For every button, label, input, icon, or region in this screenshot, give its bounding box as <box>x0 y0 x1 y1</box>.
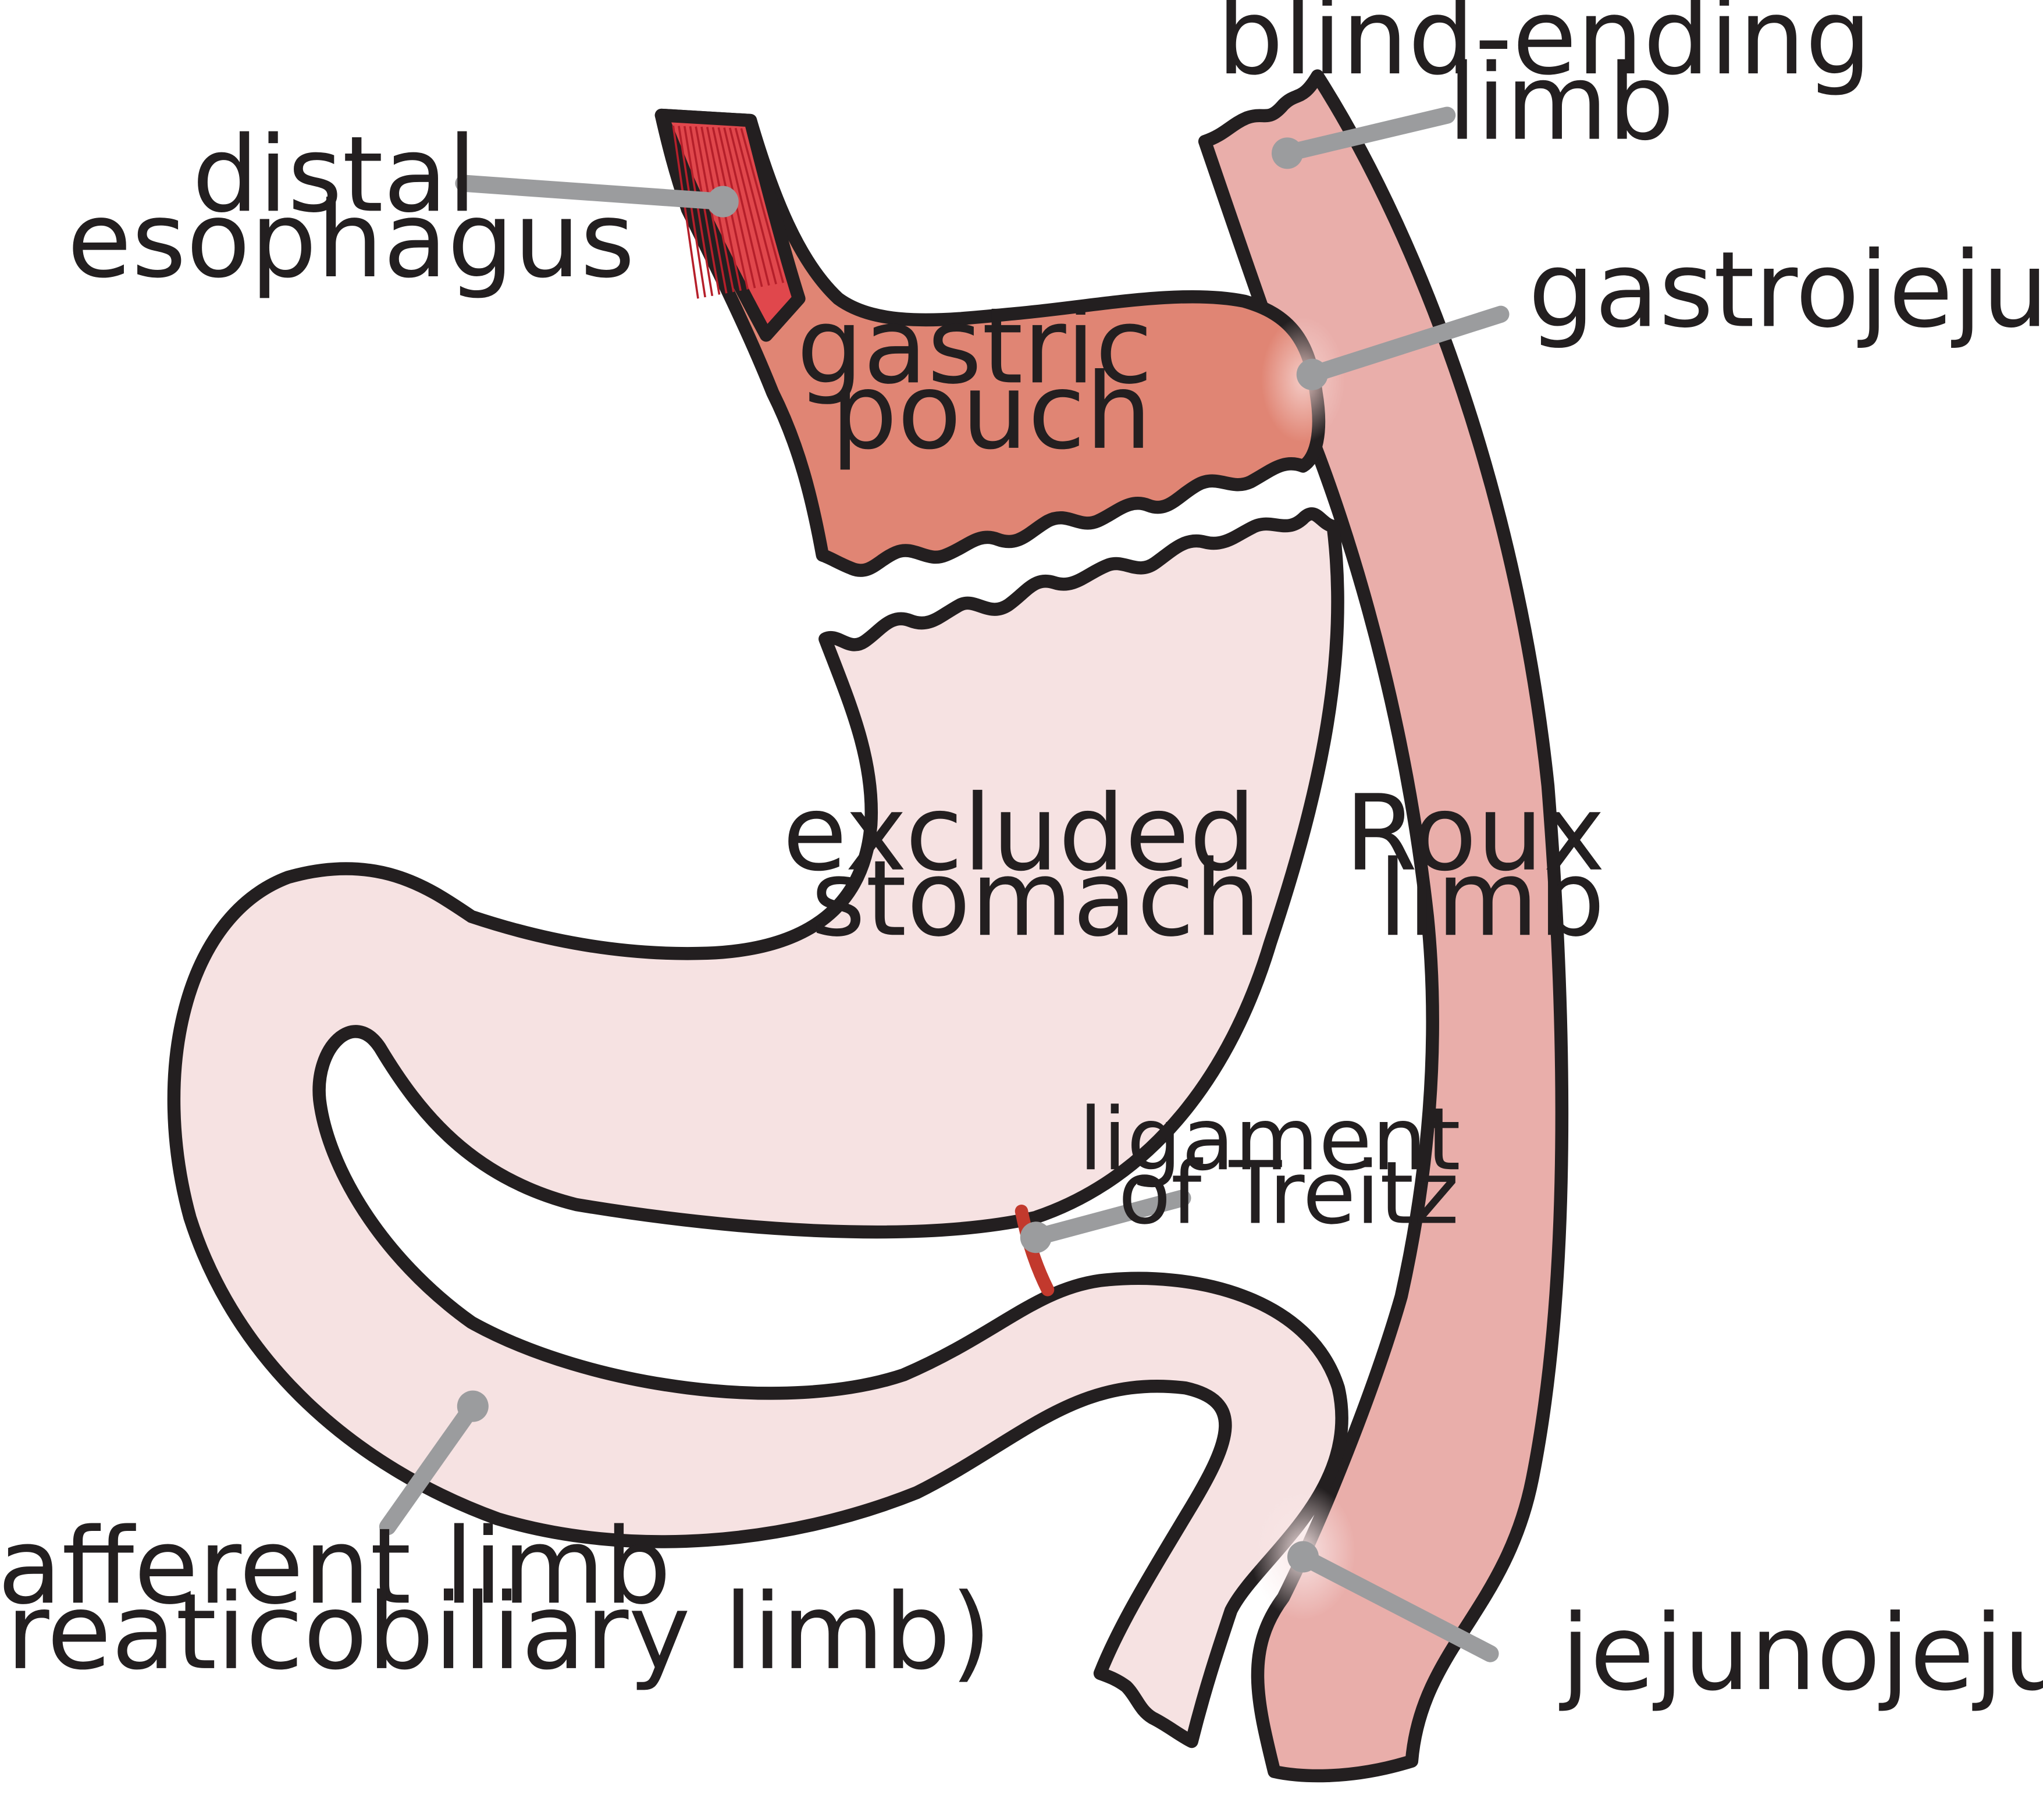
afferent-limb-line-1: afferent limb <box>0 1506 671 1627</box>
gastric-pouch-shape <box>654 108 1326 577</box>
distal-esophagus-label: distal esophagus <box>67 114 635 301</box>
esophagus-striation <box>683 126 714 297</box>
blind-ending-limb-leader <box>1279 106 1456 162</box>
gastrojejunostomy-label: gastrojejunostomy <box>1528 230 2043 351</box>
afferent-limb-leader <box>379 1398 482 1536</box>
labels: distal esophagus blind-ending limb gastr… <box>0 0 2043 1714</box>
afferent-limb-line-2: (pancreaticobiliary limb) <box>0 1572 991 1693</box>
gastric-pouch-line-1: gastric <box>797 286 1153 407</box>
distal-esophagus-shape <box>654 108 806 342</box>
excluded-stomach-line-1: excluded <box>782 773 1256 895</box>
distal-esophagus-dot <box>707 186 739 218</box>
roux-limb-label: Roux limb <box>1345 773 1639 960</box>
distal-esophagus-line-2: esophagus <box>67 180 635 301</box>
blind-ending-limb-dot <box>1271 137 1303 169</box>
excluded-stomach-line-2: stomach <box>811 838 1261 960</box>
ligament-of-treitz-label: ligament of Treitz <box>1079 1089 1488 1244</box>
esophagus-striation <box>672 125 699 299</box>
blind-ending-limb-label: blind-ending limb <box>1217 0 1905 164</box>
roux-limb-shape <box>1198 69 1569 1783</box>
jejunojejunostomy-dot <box>1287 1541 1319 1573</box>
esophagus-striation <box>723 127 763 287</box>
afferent-limb-dot <box>457 1390 489 1422</box>
excluded-stomach-label: excluded stomach <box>782 773 1289 960</box>
ligament-of-treitz-dot <box>1020 1221 1052 1253</box>
gastrojejunostomy-leader <box>1304 305 1510 383</box>
distal-esophagus-leader <box>455 174 732 211</box>
gastric-pouch-line-2: pouch <box>831 351 1152 473</box>
esophagus-striations <box>672 125 785 299</box>
esophagus-striation <box>689 126 721 295</box>
excluded-stomach-shape <box>167 507 1348 1748</box>
blind-ending-limb-line-2: limb <box>1448 42 1675 164</box>
esophagus-striation <box>729 127 770 286</box>
gastrojejunostomy-dot <box>1296 358 1328 390</box>
afferent-limb-label: afferent limb (pancreaticobiliary limb) <box>0 1506 991 1693</box>
esophagus-striation <box>678 126 706 298</box>
jejunojejunostomy-label: jejunojejunostomy <box>1558 1593 2043 1714</box>
esophagus-striation <box>734 127 777 284</box>
roux-limb-line-2: limb <box>1378 838 1605 960</box>
gastric-pouch-label: gastric pouch <box>797 286 1186 473</box>
leader-lines <box>379 106 1510 1662</box>
esophagus-striation <box>740 128 785 283</box>
blind-ending-limb-line-1: blind-ending <box>1217 0 1872 98</box>
ligament-of-treitz-line-1: ligament <box>1079 1089 1460 1190</box>
roux-limb-line-1: Roux <box>1345 773 1606 895</box>
ligament-of-treitz-line-2: of Treitz <box>1118 1144 1459 1244</box>
jejunojejunostomy-leader <box>1294 1548 1499 1662</box>
distal-esophagus-line-1: distal <box>192 114 476 236</box>
esophagus-body <box>654 108 806 342</box>
ligament-of-treitz-leader <box>1027 1189 1191 1246</box>
